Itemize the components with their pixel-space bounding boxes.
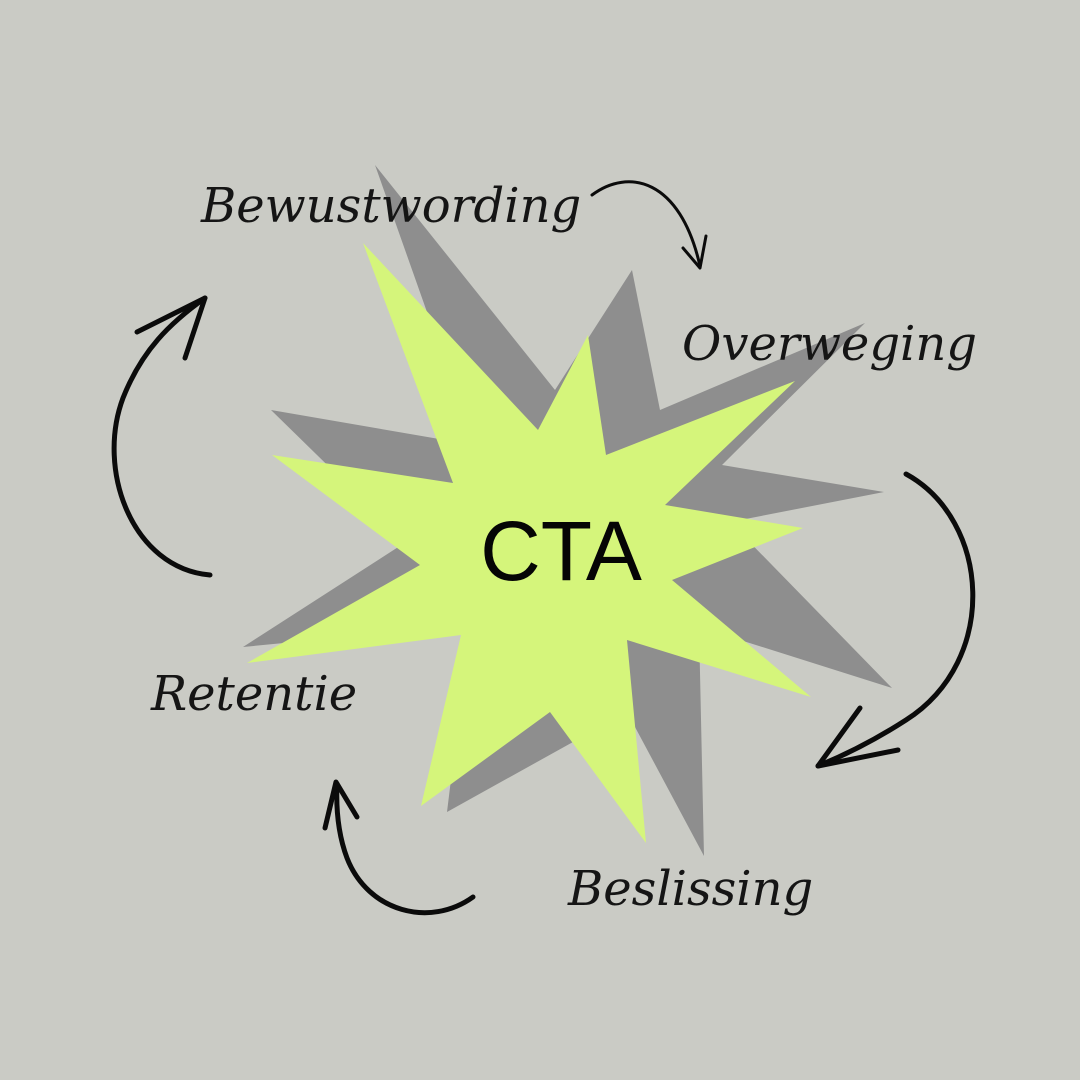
center-label: CTA <box>480 504 642 598</box>
arrow-retentie-to-bewustwording <box>111 295 213 578</box>
arrow-overweging-to-beslissing <box>815 471 976 769</box>
stage-label-overweging: Overweging <box>682 316 977 372</box>
stage-label-bewustwording: Bewustwording <box>200 178 581 234</box>
star-main <box>247 243 811 843</box>
arrow-beslissing-to-retentie <box>322 779 476 916</box>
arrow-bewustwording-to-overweging <box>590 180 708 270</box>
stage-label-retentie: Retentie <box>150 666 357 722</box>
stage-label-beslissing: Beslissing <box>567 861 813 917</box>
